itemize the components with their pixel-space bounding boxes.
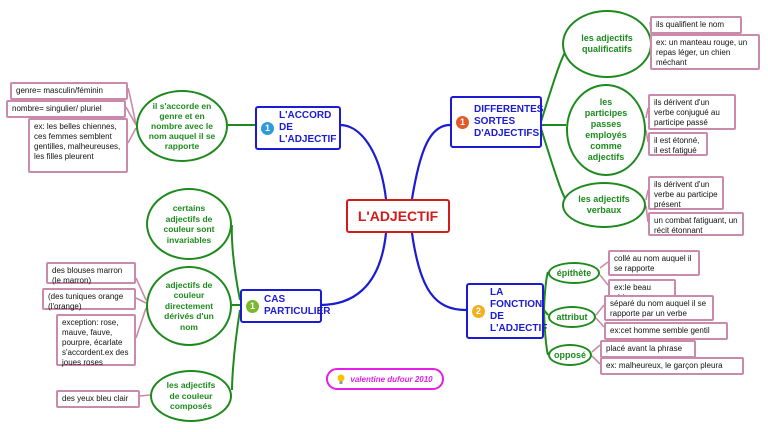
- signature-text: valentine dufour 2010: [350, 374, 433, 384]
- sub-invariables[interactable]: certains adjectifs de couleur sont invar…: [146, 188, 232, 260]
- sub-adjectifs-verbaux[interactable]: les adjectifs verbaux: [562, 182, 646, 228]
- note-qualifient: ils qualifient le nom: [650, 16, 742, 34]
- note-qualificatifs-example: ex: un manteau rouge, un repas léger, un…: [650, 34, 760, 70]
- sub-composes[interactable]: les adjectifs de couleur composés: [150, 370, 232, 422]
- branch-fonction-label: LA FONCTION DE L'ADJECTIF: [490, 287, 548, 334]
- note-oppose-definition: placé avant la phrase: [600, 340, 696, 358]
- number-1-icon: 1: [261, 121, 274, 135]
- number-1-icon: 1: [456, 115, 469, 129]
- accord-rule-label: il s'accorde en genre et en nombre avec …: [148, 101, 216, 151]
- sub-epithete[interactable]: épithète: [548, 262, 600, 284]
- number-1-icon: 1: [246, 299, 259, 313]
- note-epithete-definition: collé au nom auquel il se rapporte: [608, 250, 700, 276]
- note-tuniques-orange: (des tuniques orange (l'orange): [42, 288, 136, 311]
- note-attribut-definition: séparé du nom auquel il se rapporte par …: [604, 295, 714, 321]
- sub-derives-nom[interactable]: adjectifs de couleur directement dérivés…: [146, 266, 232, 346]
- sub-oppose[interactable]: opposé: [548, 344, 592, 366]
- note-participe-example: il est étonné, il est fatigué: [648, 132, 708, 156]
- branch-fonction[interactable]: 2 LA FONCTION DE L'ADJECTIF: [466, 283, 548, 339]
- author-signature: valentine dufour 2010: [326, 368, 444, 390]
- sub-attribut[interactable]: attribut: [548, 306, 596, 328]
- note-blouses-marron: des blouses marron (le marron): [46, 262, 136, 285]
- lightbulb-icon: [337, 374, 345, 384]
- accord-rule[interactable]: il s'accorde en genre et en nombre avec …: [136, 90, 228, 162]
- branch-particulier[interactable]: 1 CAS PARTICULIER: [240, 289, 330, 323]
- sub-qualificatifs[interactable]: les adjectifs qualificatifs: [562, 10, 652, 78]
- note-verbaux-example: un combat fatiguant, un récit étonnant: [648, 212, 744, 236]
- sub-participes-passes[interactable]: les participes passes employés comme adj…: [566, 84, 646, 176]
- number-2-icon: 2: [472, 304, 485, 318]
- note-nombre: nombre= singulier/ pluriel: [6, 100, 126, 118]
- note-participe-passe: ils dérivent d'un verbe conjugué au part…: [648, 94, 736, 130]
- branch-accord-label: L'ACCORD DE L'ADJECTIF: [279, 110, 337, 145]
- central-topic[interactable]: L'ADJECTIF: [346, 199, 450, 233]
- branch-sortes-label: DIFFERENTES SORTES D'ADJECTIFS: [474, 104, 544, 139]
- branch-accord[interactable]: 1 L'ACCORD DE L'ADJECTIF: [255, 106, 341, 150]
- note-accord-example: ex: les belles chiennes, ces femmes semb…: [28, 118, 128, 173]
- note-genre: genre= masculin/féminin: [10, 82, 128, 100]
- branch-particulier-label: CAS PARTICULIER: [264, 294, 331, 317]
- central-topic-label: L'ADJECTIF: [357, 208, 439, 224]
- branch-sortes[interactable]: 1 DIFFERENTES SORTES D'ADJECTIFS: [450, 96, 544, 148]
- note-oppose-example: ex: malheureux, le garçon pleura: [600, 357, 744, 375]
- note-attribut-example: ex:cet homme semble gentil: [604, 322, 728, 340]
- note-exception: exception: rose, mauve, fauve, pourpre, …: [56, 314, 136, 367]
- note-participe-present: ils dérivent d'un verbe au participe pré…: [648, 176, 724, 210]
- note-bleu-clair: des yeux bleu clair: [56, 390, 140, 408]
